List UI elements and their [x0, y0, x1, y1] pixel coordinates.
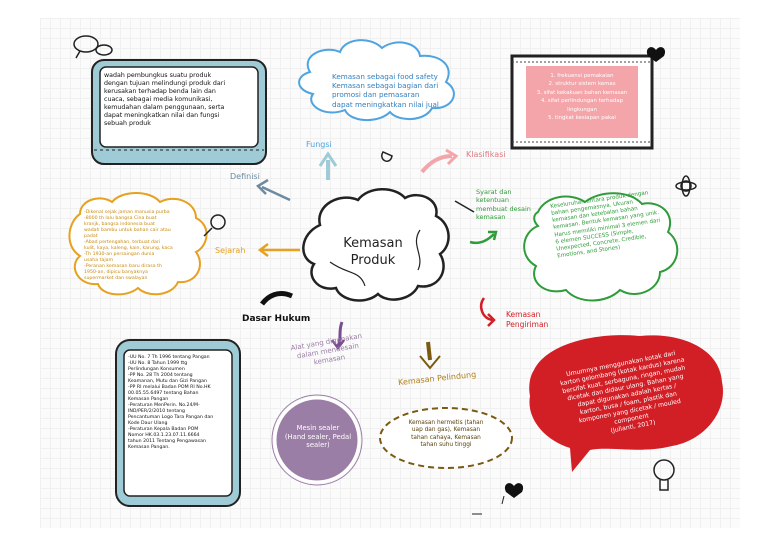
heart-icon-bottom [504, 483, 524, 498]
alat-circle [273, 396, 361, 484]
definisi-text: wadah pembungkus suatu produk dengan tuj… [104, 72, 226, 128]
klasifikasi-item: 2. struktur sistem kemas [548, 81, 616, 88]
pelindung-ellipse [379, 407, 513, 469]
sejarah-text: -Dikenal sejak jaman manusia purba -8000… [84, 210, 173, 282]
pengiriman-label: Kemasan Pengiriman [506, 310, 549, 329]
klasifikasi-item: 3. sifat kekakuan bahan kemasan [536, 89, 628, 96]
definisi-box [91, 59, 267, 165]
klasifikasi-list: 1. frekuensi pemakaian 2. struktur siste… [527, 72, 637, 122]
pelindung-text: Kemasan hermetis (tahan uap dan gas), Ke… [408, 420, 484, 449]
heart-icon [646, 47, 666, 62]
doodles [73, 35, 697, 491]
alat-text: Mesin sealer (Hand sealer, Pedal sealer) [284, 424, 352, 450]
klasifikasi-box [510, 54, 654, 150]
sejarah-cloud [68, 192, 208, 296]
fungsi-text: Kemasan sebagai food safety Kemasan seba… [332, 72, 439, 109]
dasar-hukum-label: Dasar Hukum [242, 314, 311, 324]
klasifikasi-item: 4. sifat perlindungan terhadap lingkunga… [540, 98, 624, 113]
dasar-hukum-box [115, 339, 241, 507]
klasifikasi-label: Klasifikasi [466, 150, 506, 159]
center-title: Kemasan Produk [343, 236, 403, 268]
definisi-label: Definisi [230, 172, 260, 181]
center-cloud [302, 188, 450, 302]
syarat-cloud [523, 192, 679, 302]
pengiriman-blob [529, 335, 723, 472]
sejarah-label: Sejarah [215, 246, 246, 255]
dasar-hukum-text: -UU No. 7 Th 1996 tentang Pangan -UU No.… [128, 355, 214, 451]
connectors [255, 148, 498, 370]
klasifikasi-item: 5. tingkat kesiapan pakai [548, 114, 616, 121]
fungsi-cloud [298, 39, 455, 121]
klasifikasi-item: 1. frekuensi pemakaian [550, 73, 614, 79]
fungsi-label: Fungsi [306, 140, 332, 149]
syarat-label: Syarat dan ketentuan membuat desain kema… [476, 188, 531, 221]
